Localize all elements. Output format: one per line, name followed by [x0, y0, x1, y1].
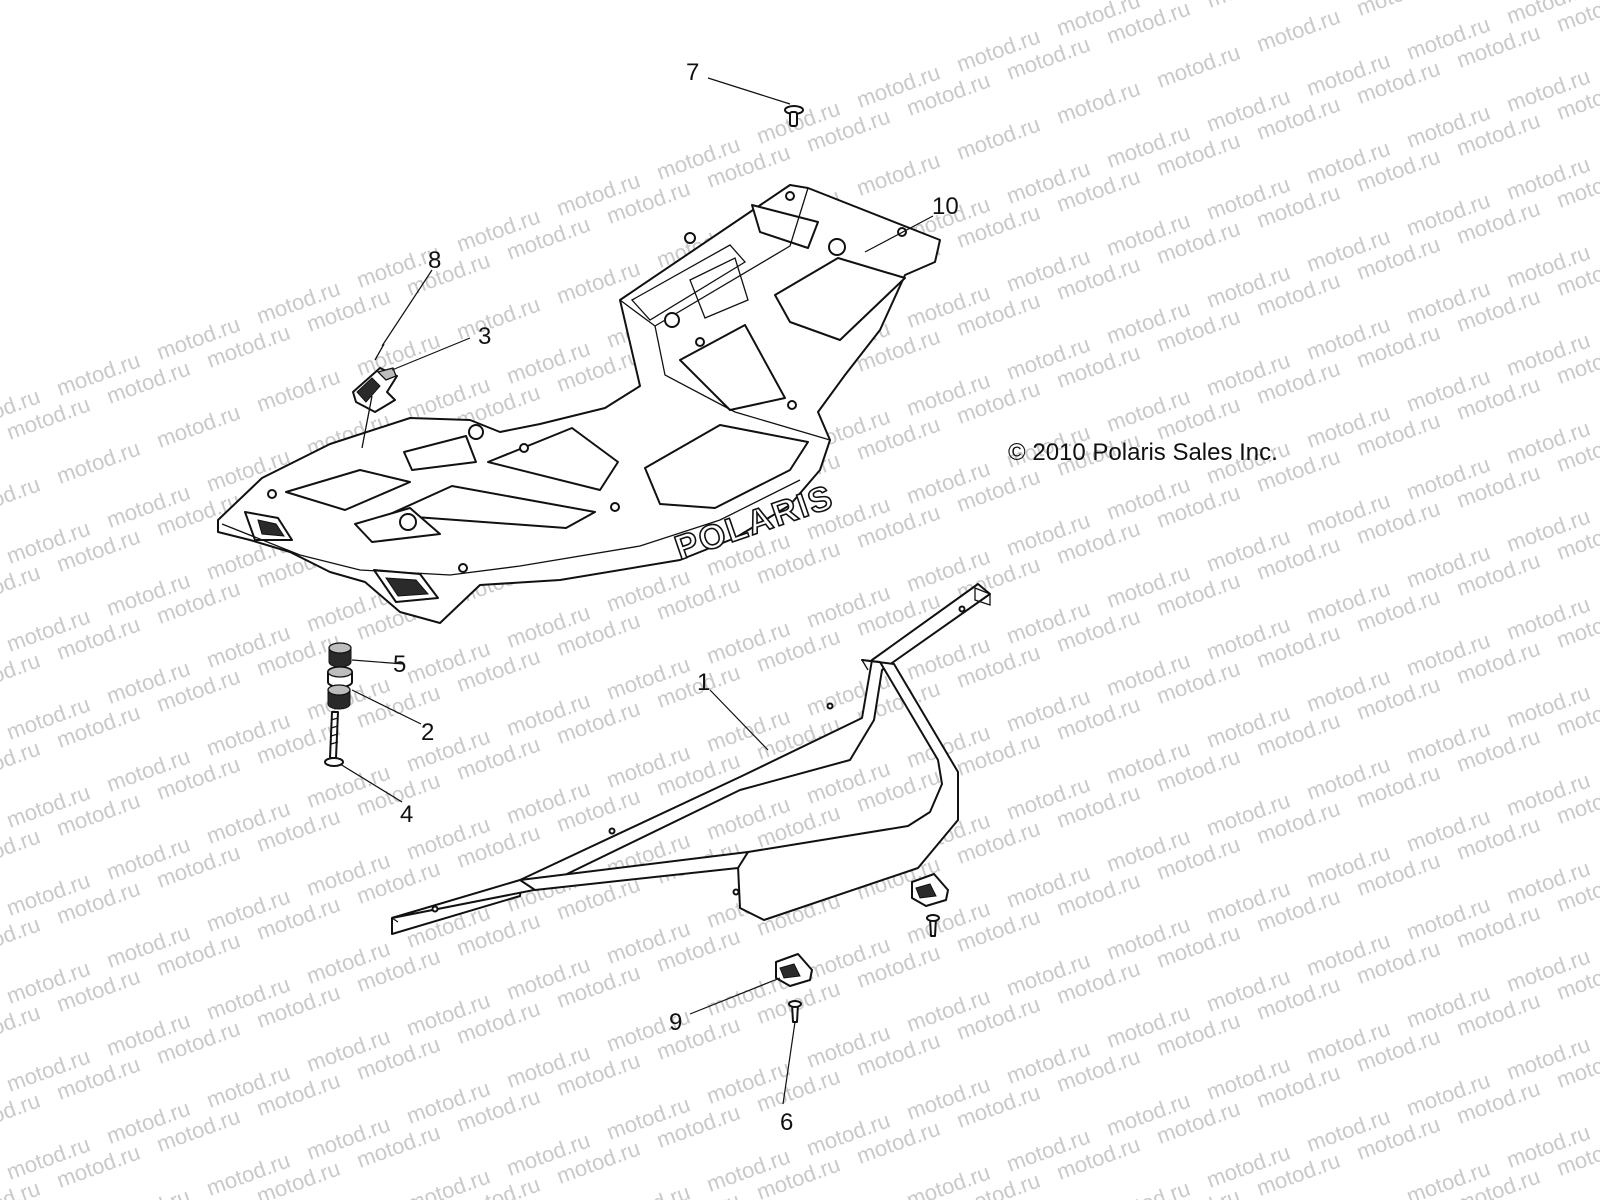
watermark-text: motod.ru [1253, 4, 1343, 57]
watermark-text: motod.ru [0, 1000, 43, 1053]
watermark-text: motod.ru [0, 648, 43, 701]
callout-9: 9 [669, 1009, 682, 1036]
watermark-text: motod.ru [253, 364, 343, 417]
mount-stack [324, 642, 353, 767]
callout-4: 4 [400, 801, 413, 828]
callout-2: 2 [421, 719, 434, 746]
watermark-text: motod.ru [853, 148, 943, 201]
watermark-text: motod.ru [603, 1180, 693, 1200]
callout-10: 10 [932, 193, 959, 220]
clip-nut-right [911, 873, 949, 937]
callout-8: 8 [428, 247, 441, 274]
callout-6: 6 [780, 1109, 793, 1136]
watermark-text: motod.ru [53, 436, 143, 489]
callout-5: 5 [393, 651, 406, 678]
clip-nut-left [775, 953, 813, 1023]
watermark-text: motod.ru [453, 292, 543, 345]
callouts: 7 10 8 3 5 2 4 1 9 6 [393, 59, 959, 1136]
watermark-text: motod.ru [1353, 0, 1443, 21]
watermark-text: motod.ru [1303, 1192, 1393, 1200]
watermark-text: motod.ru [1053, 76, 1143, 129]
rack-support-tube [391, 583, 991, 935]
watermark-text: motod.ru [1103, 1176, 1193, 1200]
watermark-text: motod.ru [103, 1184, 193, 1200]
callout-1: 1 [697, 669, 710, 696]
watermark-text: motod.ru [0, 472, 43, 525]
watermark-text: motod.ru [0, 912, 43, 965]
rack-bolt [784, 105, 804, 127]
watermark-text: motod.ru [0, 824, 43, 877]
copyright-notice: © 2010 Polaris Sales Inc. [1008, 439, 1278, 466]
callout-3: 3 [478, 323, 491, 350]
watermark-text: motod.ru [1153, 40, 1243, 93]
watermark-text: motod.ru [0, 1088, 43, 1141]
callout-7: 7 [686, 59, 699, 86]
leader-lines [339, 77, 934, 1105]
watermark-text: motod.ru [953, 112, 1043, 165]
watermark-text: motod.ru [1203, 0, 1293, 13]
watermark-text: motod.ru [153, 400, 243, 453]
watermark-text: motod.ru [0, 560, 43, 613]
rack-latch [352, 343, 398, 449]
watermark-text: motod.ru [0, 736, 43, 789]
